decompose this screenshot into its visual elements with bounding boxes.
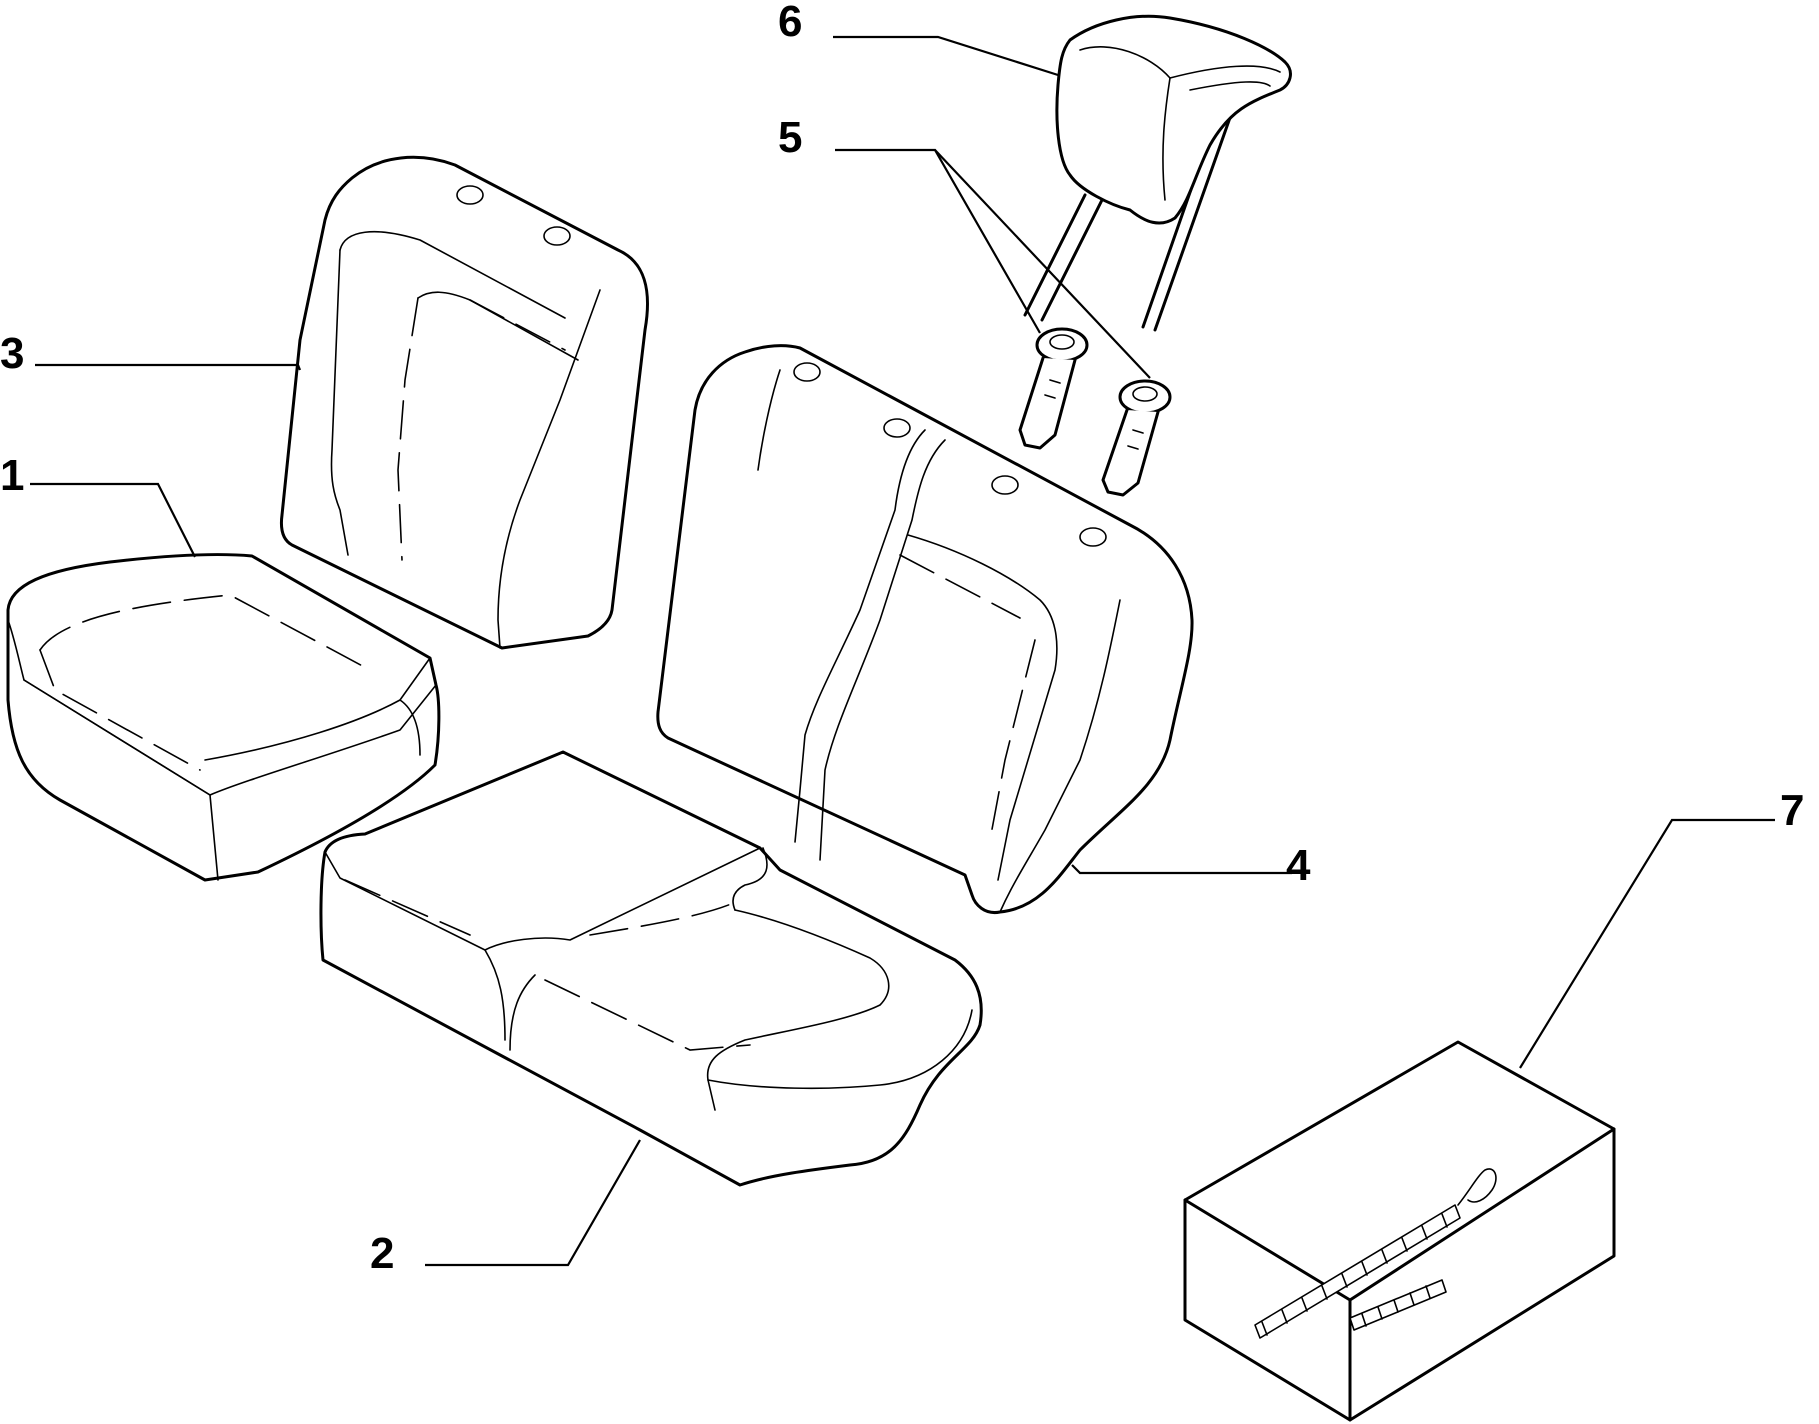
- callout-2: 2: [370, 1229, 394, 1278]
- part-5-headrest-guide-right: [1101, 379, 1172, 497]
- leader-4: [1071, 864, 1292, 875]
- callout-4: 4: [1286, 841, 1311, 890]
- callout-6: 6: [778, 0, 802, 46]
- leader-7: [1519, 818, 1775, 1069]
- part-7-cover-kit-box: [1183, 1040, 1616, 1422]
- leader-2: [425, 1139, 641, 1267]
- part-2-rear-cushion: [319, 750, 983, 1187]
- part-1-left-cushion: [6, 553, 441, 882]
- leader-6: [833, 35, 1059, 77]
- callout-1: 1: [0, 451, 24, 500]
- leader-lines: [30, 35, 1775, 1267]
- callout-3: 3: [0, 329, 24, 378]
- part-3-left-backrest: [279, 155, 649, 650]
- callout-5: 5: [778, 113, 802, 162]
- part-4-rear-backrest: [656, 344, 1194, 915]
- callout-7: 7: [1780, 786, 1804, 835]
- part-5-headrest-guide-left: [1018, 327, 1089, 450]
- leader-1: [30, 482, 196, 558]
- leader-3: [35, 363, 302, 371]
- part-6-headrest: [1023, 14, 1292, 332]
- leader-5b: [934, 149, 1151, 379]
- callout-numbers: 1 2 3 4 5 6 7: [0, 0, 1804, 1278]
- leader-5a: [835, 148, 1041, 334]
